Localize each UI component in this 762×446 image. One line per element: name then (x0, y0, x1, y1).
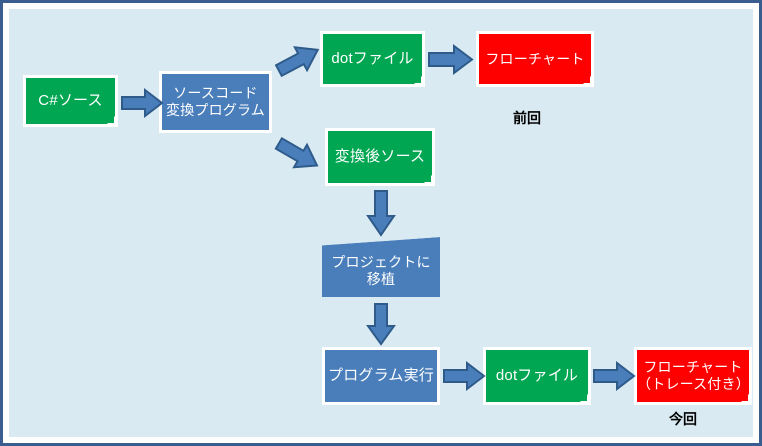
node-label: プログラム実行 (328, 367, 434, 385)
node-label: ソースコード 変換プログラム (166, 85, 265, 118)
node-shape-fill (322, 237, 440, 297)
caption-current: 今回 (669, 411, 697, 427)
arrow-run-to-dotfile (443, 360, 486, 392)
arrow-dotfile-to-flowchart-trace (593, 360, 636, 392)
node-dot-file-top[interactable]: dotファイル (320, 31, 425, 87)
arrow-port-to-run (366, 303, 396, 346)
node-label: 変換後ソース (334, 148, 426, 166)
node-label: C#ソース (38, 92, 103, 110)
node-flowchart-top[interactable]: フローチャート (476, 31, 594, 87)
arrow-converted-to-port (366, 190, 396, 237)
caption-previous: 前回 (513, 110, 541, 126)
node-label: プロジェクトに 移植 (331, 253, 431, 287)
node-flowchart-bottom[interactable]: フローチャート （トレース付き） (634, 347, 752, 405)
node-converted-source[interactable]: 変換後ソース (325, 128, 435, 186)
node-run-program[interactable]: プログラム実行 (322, 347, 440, 405)
arrow-converter-to-converted (271, 130, 326, 179)
node-csharp-source[interactable]: C#ソース (23, 75, 118, 127)
node-label: フローチャート （トレース付き） (637, 359, 750, 392)
node-label: フローチャート (485, 50, 585, 67)
node-port-to-project[interactable]: プロジェクトに 移植 (322, 237, 440, 297)
node-label: dotファイル (331, 50, 414, 68)
node-source-converter[interactable]: ソースコード 変換プログラム (159, 71, 272, 133)
diagram-surface: C#ソース ソースコード 変換プログラム dotファイル フローチャート 変換後… (6, 6, 756, 440)
arrow-dotfile-to-flowchart (428, 44, 474, 75)
arrow-converter-to-dotfile (271, 36, 326, 84)
node-dot-file-bottom[interactable]: dotファイル (483, 347, 591, 405)
arrow-csharp-to-converter (121, 87, 164, 119)
node-label: dotファイル (495, 367, 579, 385)
